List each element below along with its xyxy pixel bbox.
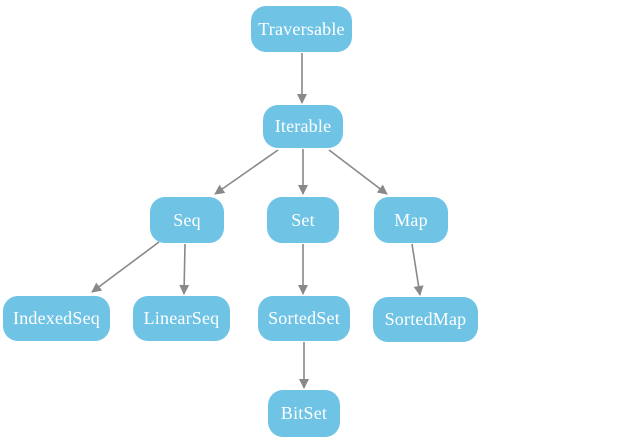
node-set: Set (267, 197, 339, 243)
node-indexedseq: IndexedSeq (3, 296, 110, 341)
edge-seq-linearseq (179, 243, 190, 295)
node-linearseq: LinearSeq (133, 296, 230, 341)
node-sortedmap: SortedMap (373, 297, 478, 342)
node-sortedset: SortedSet (258, 296, 350, 341)
node-map: Map (374, 197, 448, 243)
node-iterable: Iterable (263, 105, 343, 148)
node-bitset: BitSet (268, 390, 340, 437)
node-seq: Seq (150, 197, 224, 243)
edge-iterable-seq (214, 149, 279, 195)
node-traversable: Traversable (251, 6, 352, 52)
edge-iterable-map (328, 149, 388, 195)
edge-seq-indexedseq (91, 241, 160, 293)
edge-map-sortedmap (411, 243, 424, 296)
